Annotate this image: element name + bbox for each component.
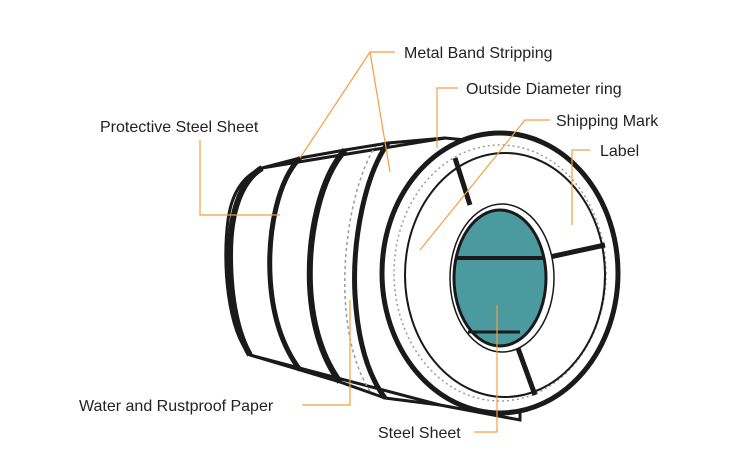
- leader-outside-diameter-ring: [436, 87, 458, 148]
- coil-bottom-contour: [249, 353, 441, 407]
- coil-left-edge: [226, 165, 264, 357]
- coil-body: [224, 130, 621, 422]
- leader-lines: [199, 51, 590, 433]
- leader-water-and-rustproof-paper: [302, 300, 351, 406]
- leader-protective-steel-sheet: [199, 140, 280, 216]
- steel-sheet-core: [452, 208, 548, 348]
- label-label: Label: [600, 143, 639, 160]
- metal-band-strip: [352, 141, 391, 400]
- coil-top-contour: [261, 136, 446, 170]
- metal-band-strip-inner: [344, 144, 377, 395]
- protective-sheet-band-2: [306, 148, 348, 384]
- label-metal-band-stripping: Metal Band Stripping: [404, 45, 553, 62]
- label-water-and-rustproof-paper: Water and Rustproof Paper: [79, 398, 274, 415]
- label-steel-sheet: Steel Sheet: [378, 425, 461, 442]
- leader-metal-band-stripping: [299, 51, 395, 173]
- label-shipping-mark: Shipping Mark: [556, 113, 659, 130]
- leader-label: [571, 149, 590, 225]
- outside-diameter-ring-inner: [393, 144, 607, 402]
- face-divider-right: [544, 242, 606, 261]
- diagram-labels: Metal Band Stripping Outside Diameter ri…: [79, 45, 659, 442]
- face-divider-top: [452, 157, 473, 206]
- label-outside-diameter-ring: Outside Diameter ring: [466, 81, 622, 98]
- leader-steel-sheet: [474, 305, 498, 433]
- leader-shipping-mark: [419, 119, 550, 251]
- label-protective-steel-sheet: Protective Steel Sheet: [100, 119, 259, 136]
- protective-sheet-band-1: [267, 156, 303, 372]
